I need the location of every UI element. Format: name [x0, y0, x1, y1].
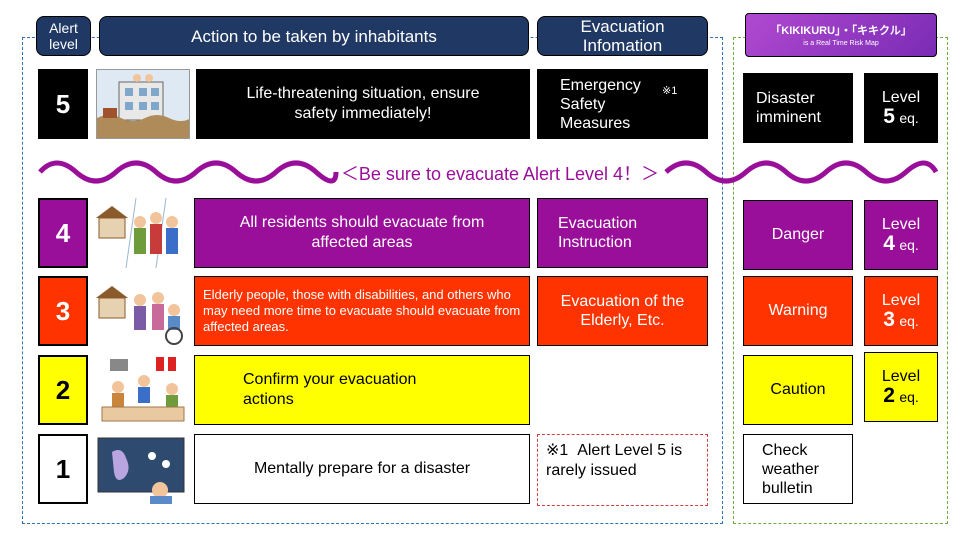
- level-1-action: Mentally prepare for a disaster: [194, 434, 530, 504]
- elderly-evacuation-illustration: [96, 276, 190, 346]
- level-1-number: 1: [38, 434, 88, 504]
- level-4-action: All residents should evacuate from affec…: [194, 198, 530, 268]
- evacuate-level-4-banner: ＜Be sure to evacuate Alert Level 4！＞: [340, 164, 660, 184]
- kikikuru-logo[interactable]: 「KIKIKURU」・「キキクル」 is a Real Time Risk Ma…: [745, 13, 937, 57]
- kikikuru-subtitle: is a Real Time Risk Map: [803, 40, 879, 47]
- weather-forecast-illustration: [96, 434, 190, 504]
- note-reference-mark: ※1: [662, 85, 678, 97]
- level-5-evacuation-info: Emergency Safety Measures ※1: [537, 69, 708, 139]
- level-5-kikikuru: Disaster imminent: [743, 73, 853, 143]
- action-header: Action to be taken by inhabitants: [99, 16, 529, 56]
- flood-illustration: [96, 69, 190, 139]
- alert-level-header: Alert level: [36, 16, 91, 56]
- level-4-number: 4: [38, 198, 88, 268]
- level-2-action: Confirm your evacuation actions: [194, 355, 530, 425]
- level-3-number: 3: [38, 276, 88, 346]
- level-1-kikikuru: Check weather bulletin: [743, 434, 853, 504]
- level-2-equivalent: Level 2 eq.: [864, 352, 938, 422]
- level-3-evacuation-info: Evacuation of the Elderly, Etc.: [537, 276, 708, 346]
- level-3-kikikuru: Warning: [743, 276, 853, 346]
- level-5-equivalent: Level 5 eq.: [864, 73, 938, 143]
- level-2-number: 2: [38, 355, 88, 425]
- kikikuru-title: 「KIKIKURU」・「キキクル」: [770, 25, 912, 37]
- level-2-kikikuru: Caution: [743, 355, 853, 425]
- evacuating-family-illustration: [96, 198, 190, 268]
- evacuation-info-header: Evacuation Infomation: [537, 16, 708, 56]
- wave-banner-line: [38, 160, 939, 184]
- level-3-equivalent: Level 3 eq.: [864, 276, 938, 346]
- level-5-action: Life-threatening situation, ensure safet…: [196, 69, 530, 139]
- level-5-rarity-note: ※1 Alert Level 5 is rarely issued: [537, 434, 708, 506]
- level-4-evacuation-info: Evacuation Instruction: [537, 198, 708, 268]
- family-planning-illustration: [96, 355, 190, 425]
- level-3-action: Elderly people, those with disabilities,…: [194, 276, 530, 346]
- level-4-equivalent: Level 4 eq.: [864, 200, 938, 270]
- level-4-kikikuru: Danger: [743, 200, 853, 270]
- level-5-number: 5: [38, 69, 88, 139]
